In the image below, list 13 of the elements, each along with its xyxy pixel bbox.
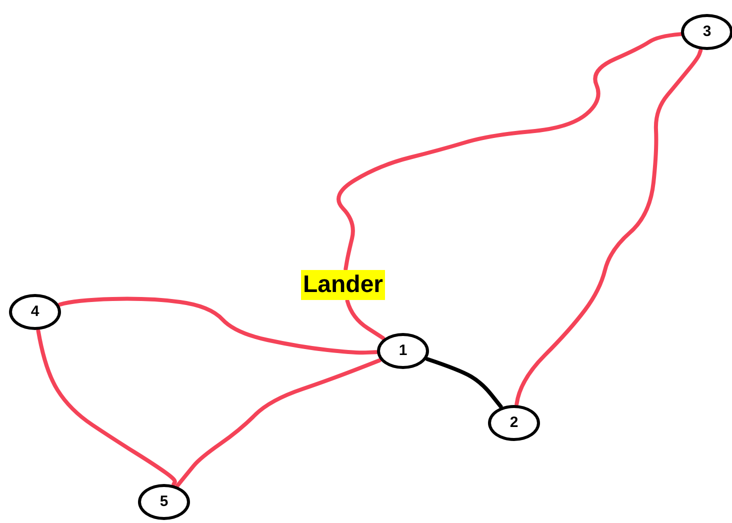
- connector-line: [176, 358, 382, 488]
- connector-line: [58, 296, 378, 355]
- connector-line: [514, 48, 703, 406]
- circle-node: 5: [138, 484, 190, 520]
- circle-node: 1: [377, 333, 429, 369]
- circle-node: 3: [681, 14, 732, 50]
- connector-line: [425, 357, 503, 408]
- connector-line: [345, 299, 386, 340]
- circle-node: 2: [488, 405, 540, 441]
- connector-line: [336, 32, 682, 271]
- highlighted-label: Lander: [300, 270, 385, 300]
- connector-line: [36, 328, 177, 486]
- circle-node: 4: [9, 294, 61, 330]
